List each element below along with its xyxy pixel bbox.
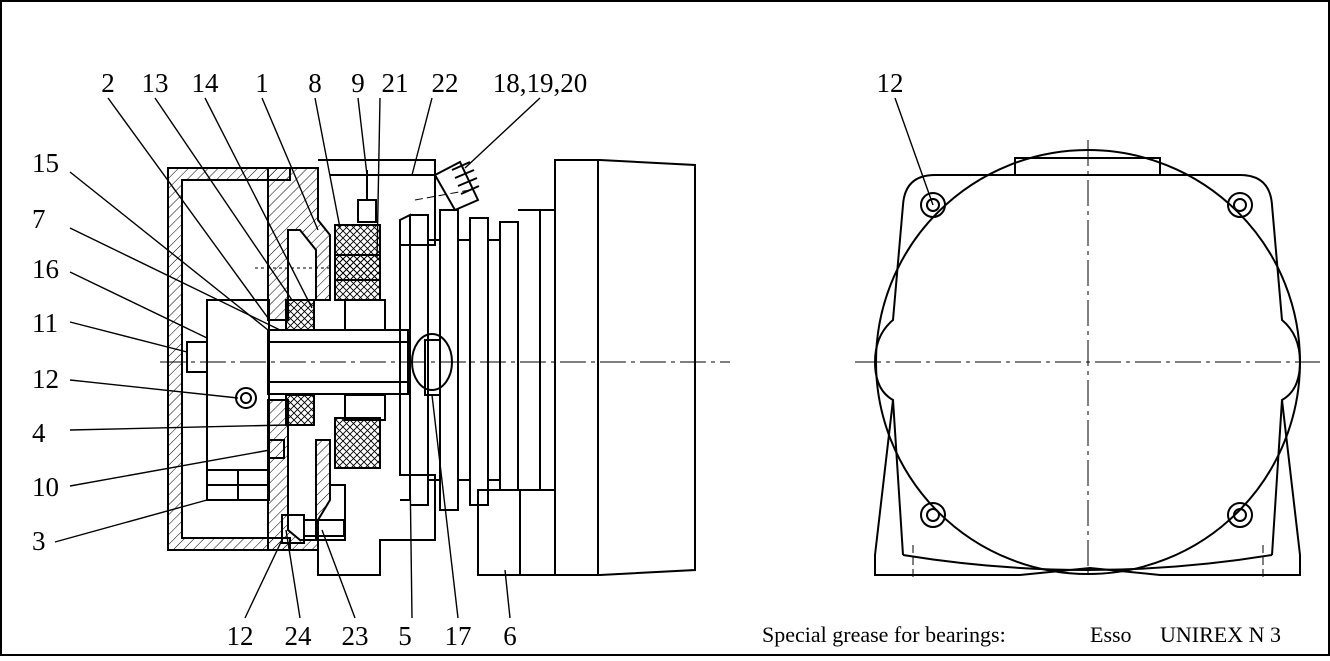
upper-bearing bbox=[285, 299, 315, 331]
callout-12-front: 12 bbox=[877, 68, 904, 98]
lower-coil bbox=[334, 417, 381, 469]
callout-21: 21 bbox=[382, 68, 409, 98]
callout-24: 24 bbox=[285, 621, 313, 651]
callout-7: 7 bbox=[32, 204, 46, 234]
side-section-view bbox=[167, 159, 696, 576]
bolt-top-right bbox=[1227, 192, 1253, 218]
upper-flange bbox=[267, 167, 331, 321]
callout-11: 11 bbox=[32, 308, 58, 338]
grease-note-label: Special grease for bearings: bbox=[762, 622, 1006, 647]
callout-12-left: 12 bbox=[32, 364, 59, 394]
callout-1: 1 bbox=[255, 68, 269, 98]
lower-bearing bbox=[285, 394, 315, 426]
callout-4: 4 bbox=[32, 418, 46, 448]
callout-8: 8 bbox=[308, 68, 322, 98]
grease-note-brand: Esso bbox=[1090, 622, 1132, 647]
callout-15: 15 bbox=[32, 148, 59, 178]
callout-5: 5 bbox=[398, 621, 412, 651]
grease-nipple bbox=[235, 387, 257, 409]
callout-12-bottom: 12 bbox=[227, 621, 254, 651]
callout-13: 13 bbox=[142, 68, 169, 98]
motor-foot bbox=[477, 489, 556, 576]
callout-14: 14 bbox=[192, 68, 220, 98]
callout-2: 2 bbox=[101, 68, 115, 98]
callout-23: 23 bbox=[342, 621, 369, 651]
callout-16: 16 bbox=[32, 254, 59, 284]
bolt-top-left bbox=[920, 192, 946, 218]
callout-9: 9 bbox=[351, 68, 365, 98]
callout-3: 3 bbox=[32, 526, 46, 556]
bolt-bottom-left bbox=[920, 502, 946, 528]
callout-17: 17 bbox=[445, 621, 472, 651]
side-leader-lines bbox=[54, 97, 541, 619]
bolt-bottom-right bbox=[1227, 502, 1253, 528]
callout-10: 10 bbox=[32, 472, 59, 502]
callout-18-19-20: 18,19,20 bbox=[493, 68, 588, 98]
callout-6: 6 bbox=[503, 621, 517, 651]
grease-note-product: UNIREX N 3 bbox=[1160, 622, 1281, 647]
lower-flange bbox=[267, 399, 331, 551]
hand-release-stub bbox=[186, 341, 208, 373]
front-centerlines bbox=[855, 140, 1320, 580]
front-leader bbox=[894, 97, 934, 206]
callout-22: 22 bbox=[432, 68, 459, 98]
